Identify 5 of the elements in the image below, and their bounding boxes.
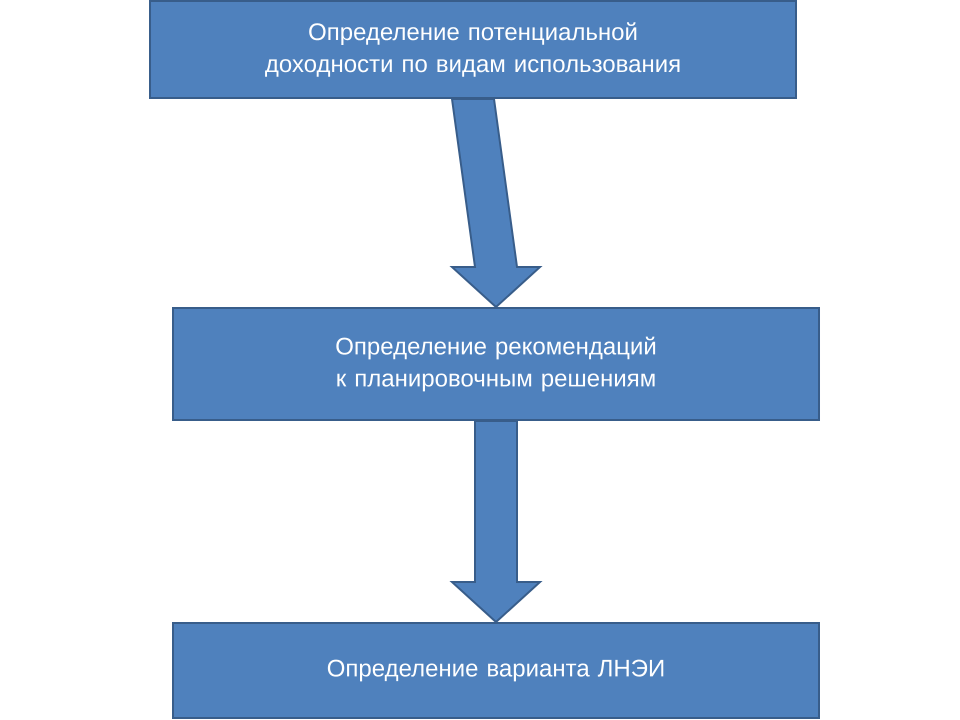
block-arrow <box>449 420 543 624</box>
block-arrow <box>449 98 543 308</box>
process-box: Определение рекомендаций к планировочным решениям <box>172 307 820 421</box>
process-box: Определение потенциальной доходности по видам использования <box>149 0 797 99</box>
process-box: Определение варианта ЛНЭИ <box>172 622 820 719</box>
